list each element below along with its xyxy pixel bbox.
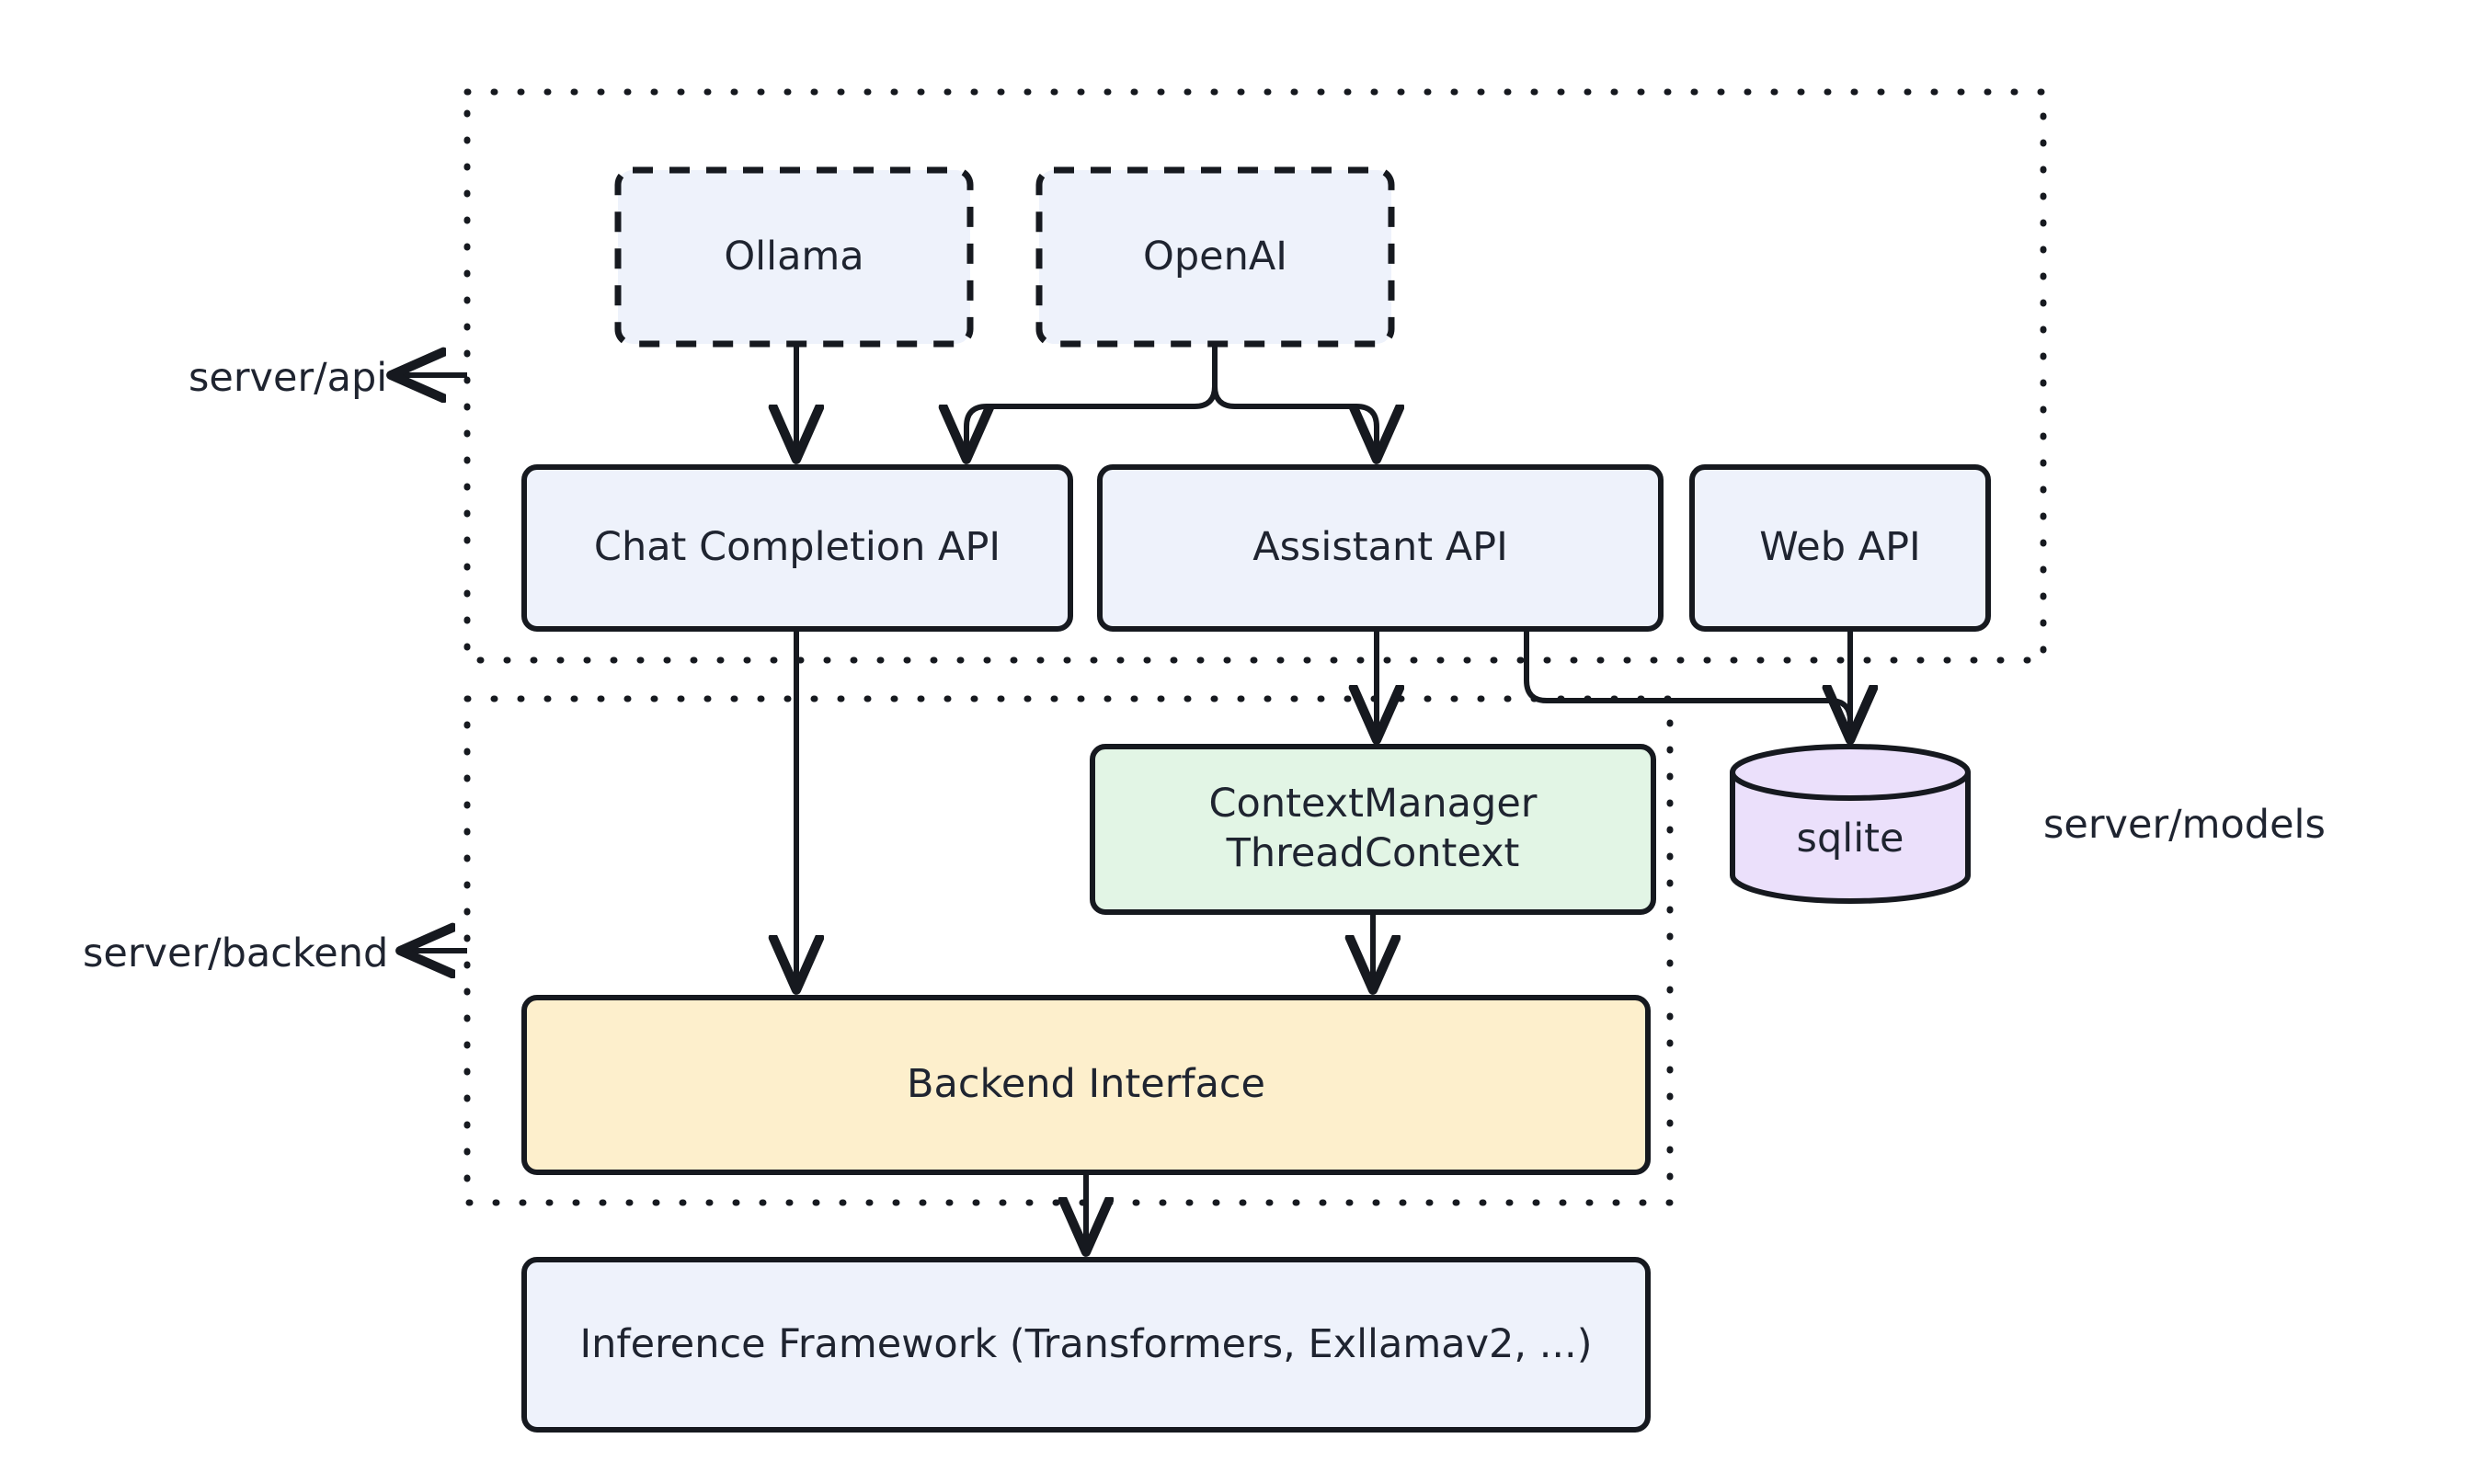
edge-openai-to-assistant-api [1212,344,1377,455]
node-shape-sqlite[interactable] [1730,744,1971,904]
group-label-server-api: server/api [189,355,388,401]
node-shape-assistant-api[interactable] [1097,464,1664,632]
node-shape-backend-interface[interactable] [521,995,1651,1175]
node-shape-web-api[interactable] [1689,464,1991,632]
edge-assistant-api-to-sqlite [1524,629,1850,736]
group-label-server-models: server/models [2043,802,2326,848]
node-shape-openai[interactable] [1035,166,1395,348]
group-frame-server-api [463,88,2047,664]
node-shape-inference-framework[interactable] [521,1257,1651,1433]
node-shape-ollama[interactable] [614,166,974,348]
group-label-server-backend: server/backend [83,930,389,976]
node-shape-context-manager[interactable] [1090,744,1656,915]
edge-openai-to-chat-completion-api [966,344,1218,455]
node-shape-chat-completion-api[interactable] [521,464,1073,632]
